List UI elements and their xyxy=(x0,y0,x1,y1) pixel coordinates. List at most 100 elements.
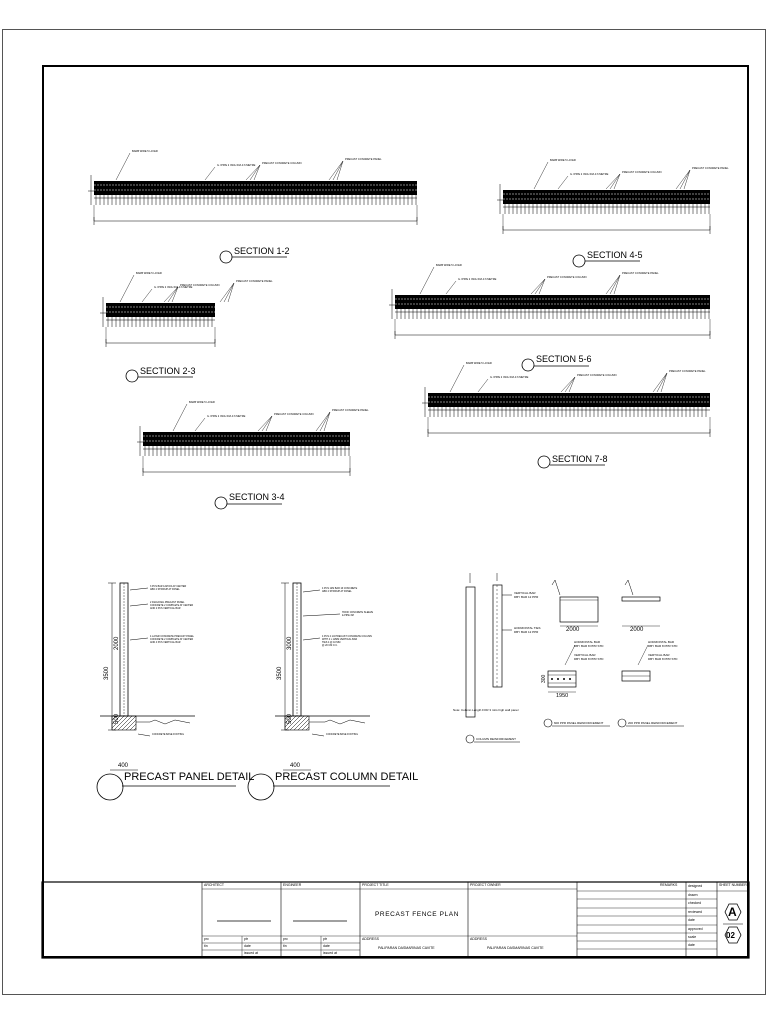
section-callout-label: G.I PIPE 2 INCH DIA 3.6 METRE xyxy=(490,375,529,379)
section-callout-label: PRECAST CONCRETE COLUMN xyxy=(622,170,662,174)
section-marker xyxy=(521,358,535,372)
architect-label: ARCHITECT xyxy=(204,883,225,887)
section-callout-label: PRECAST CONCRETE PANEL xyxy=(345,157,382,161)
svg-text:4 LAYER CONCRETE PRECAST PANEL: 4 LAYER CONCRETE PRECAST PANEL xyxy=(150,635,195,638)
section-callout-label: BARB WIRE 5 LAYER xyxy=(550,158,576,162)
panel-vbar-spec-2: DBY BAR 8 PPR STD xyxy=(648,657,678,661)
svg-text:HOOK CONCRETE SLEEVE: HOOK CONCRETE SLEEVE xyxy=(342,611,373,614)
svg-text:WITH 4 x 12MM VERTICAL BAR: WITH 4 x 12MM VERTICAL BAR xyxy=(322,638,357,641)
drawing-frame xyxy=(42,65,749,958)
section-1-2-title: SECTION 1-2 xyxy=(234,246,290,256)
section-views: BARB WIRE 5 LAYER G.I PIPE 2 INCH DIA 3.6… xyxy=(88,149,729,476)
remark-row: scale xyxy=(688,935,697,939)
section-marker xyxy=(572,254,586,268)
sheet-letter: A xyxy=(728,905,737,919)
panel-hbar-label: HORIZONTAL BAR xyxy=(574,640,601,644)
svg-text:4 PCS 4 1/4 PRECAST CONCRETE C: 4 PCS 4 1/4 PRECAST CONCRETE COLUMN xyxy=(322,635,372,638)
prc-label: prc xyxy=(204,937,209,941)
svg-text:ABD 2 STIRRUP AT PANEL: ABD 2 STIRRUP AT PANEL xyxy=(322,590,352,593)
svg-text:CONCRETE 2 COMPLETE AT CENTER: CONCRETE 2 COMPLETE AT CENTER xyxy=(150,604,193,607)
section-marker xyxy=(537,455,551,469)
panel-reinf-dim-side: 1950 xyxy=(556,693,568,699)
ptr-label: ptr xyxy=(244,937,249,941)
project-title: PRECAST FENCE PLAN xyxy=(375,911,460,918)
col-note: Note: Column Length FOR 3 mtrs high wall… xyxy=(453,708,519,712)
panel-reinforcement-detail: 2000 2000 300 1950 HORIZONTAL BAR DBY BA… xyxy=(541,579,684,728)
svg-text:AND 4 PCS VERTICAL BAR: AND 4 PCS VERTICAL BAR xyxy=(150,641,181,644)
section-titles: SECTION 1-2 SECTION 4-5 SECTION 2-3 SECT… xyxy=(125,246,643,510)
column-dim-total: 3500 xyxy=(277,666,283,680)
section-5-6-title: SECTION 5-6 xyxy=(536,354,592,364)
issued-at-label-2: issued at xyxy=(323,951,338,955)
svg-text:3 PCS BAR 12M DIA AT CENTER: 3 PCS BAR 12M DIA AT CENTER xyxy=(150,585,186,588)
section-4-5-title: SECTION 4-5 xyxy=(587,250,643,260)
panel-dim-total: 3500 xyxy=(104,666,110,680)
col-reinf-title: COLUMN REINFORCEMENT xyxy=(476,737,516,741)
remark-row: approved xyxy=(688,927,703,931)
sheet-hexagon-top xyxy=(724,903,742,921)
svg-text:TIES 4 @ 10 MM: TIES 4 @ 10 MM xyxy=(322,641,340,644)
address-value: PALIPARAN DASMARINAS CAVITE xyxy=(378,946,435,950)
section-marker xyxy=(219,250,233,264)
section-callout-label: BARB WIRE 5 LAYER xyxy=(136,271,162,275)
panel-reinf-title-2: 200 PPR PANEL REINFORCEMENT xyxy=(628,721,678,725)
project-owner-label: PROJECT OWNER xyxy=(470,883,501,887)
section-callout-label: G.I PIPE 2 INCH DIA 3.6 METRE xyxy=(154,285,193,289)
owner-address-value: PALIPARAN DASMARINAS CAVITE xyxy=(487,946,544,950)
panel-dim-width: 400 xyxy=(118,763,129,769)
section-callout-label: PRECAST CONCRETE PANEL xyxy=(236,279,273,283)
sheet-no: 02 xyxy=(726,931,735,940)
panel-hbar-spec: DBY BAR 8 PPR STD xyxy=(574,644,604,648)
precast-panel-detail: 3500 2000 500 400 3 PCS BAR 12M DIA AT C… xyxy=(96,582,254,801)
panel-hbar-spec-2: DBY BAR 8 PPR STD xyxy=(648,644,678,648)
owner-address-label: ADDRESS xyxy=(470,937,487,941)
column-detail-title: PRECAST COLUMN DETAIL xyxy=(275,771,418,783)
page-border xyxy=(2,29,766,995)
svg-text:& PIPE 3M: & PIPE 3M xyxy=(342,614,354,617)
panel-detail-title: PRECAST PANEL DETAIL xyxy=(124,771,254,783)
column-dim-b: 500 xyxy=(287,713,293,724)
title-block xyxy=(41,881,750,959)
col-hties-label: HORIZONTAL TIES xyxy=(514,626,540,630)
tin-label: tin xyxy=(204,944,208,948)
svg-text:2 DIAGONAL PRECAST PANEL: 2 DIAGONAL PRECAST PANEL xyxy=(150,601,185,604)
remark-row: date xyxy=(688,918,695,922)
section-callout-label: G.I PIPE 2 INCH DIA 3.6 METRE xyxy=(207,414,246,418)
svg-text:AND 2 PCS VERTICAL BAR: AND 2 PCS VERTICAL BAR xyxy=(150,607,181,610)
svg-text:CONCRETE 2 COMPLETE AT CENTER: CONCRETE 2 COMPLETE AT CENTER xyxy=(150,638,193,641)
remarks-label: REMARKS xyxy=(660,883,678,887)
precast-column-detail: 3500 3000 500 400 4 PCS 12M BAR 16 CONCR… xyxy=(247,582,418,801)
panel-vbar-label-2: VERTICAL BAR xyxy=(648,653,670,657)
remark-row: date xyxy=(688,943,695,947)
date-label-2: date xyxy=(323,944,330,948)
sheet-hexagon-bottom xyxy=(724,926,742,944)
section-callout-label: PRECAST CONCRETE COLUMN xyxy=(577,373,617,377)
section-callout-label: G.I PIPE 2 INCH DIA 3.6 METRE xyxy=(458,277,497,281)
ptr-label-2: ptr xyxy=(323,937,328,941)
section-2-3-title: SECTION 2-3 xyxy=(140,366,196,376)
section-2-3-view: BARB WIRE 5 LAYER G.I PIPE 2 INCH DIA 3.6… xyxy=(100,271,273,347)
issued-at-label: issued at xyxy=(244,951,259,955)
panel-vbar-spec: DBY BAR 8 PPR STD xyxy=(574,657,604,661)
prc-label-2: prc xyxy=(283,937,288,941)
section-marker xyxy=(214,496,228,510)
svg-text:ABD 2 STIRRUP AT PANEL: ABD 2 STIRRUP AT PANEL xyxy=(150,588,180,591)
panel-reinf-title-1: 600 PPR PANEL REINFORCEMENT xyxy=(554,721,604,725)
section-callout-label: BARB WIRE 5 LAYER xyxy=(132,149,158,153)
svg-text:CONCRETE BASE FOOTING: CONCRETE BASE FOOTING xyxy=(152,733,184,736)
section-callout-label: PRECAST CONCRETE COLUMN xyxy=(180,283,220,287)
section-callout-label: PRECAST CONCRETE PANEL xyxy=(692,166,729,170)
section-callout-label: PRECAST CONCRETE PANEL xyxy=(669,369,706,373)
remark-row: checked xyxy=(688,901,702,905)
section-marker xyxy=(125,369,139,383)
col-hties-spec: DBY BAR 12 PPR xyxy=(514,630,539,634)
date-label: date xyxy=(244,944,251,948)
column-reinforcement-detail: VERTICAL BAR DBY BAR 12 PPR HORIZONTAL T… xyxy=(453,573,540,744)
svg-text:CONCRETE BASE FOOTING: CONCRETE BASE FOOTING xyxy=(326,733,358,736)
column-dim-a: 3000 xyxy=(287,636,293,650)
section-3-4-title: SECTION 3-4 xyxy=(229,492,285,502)
